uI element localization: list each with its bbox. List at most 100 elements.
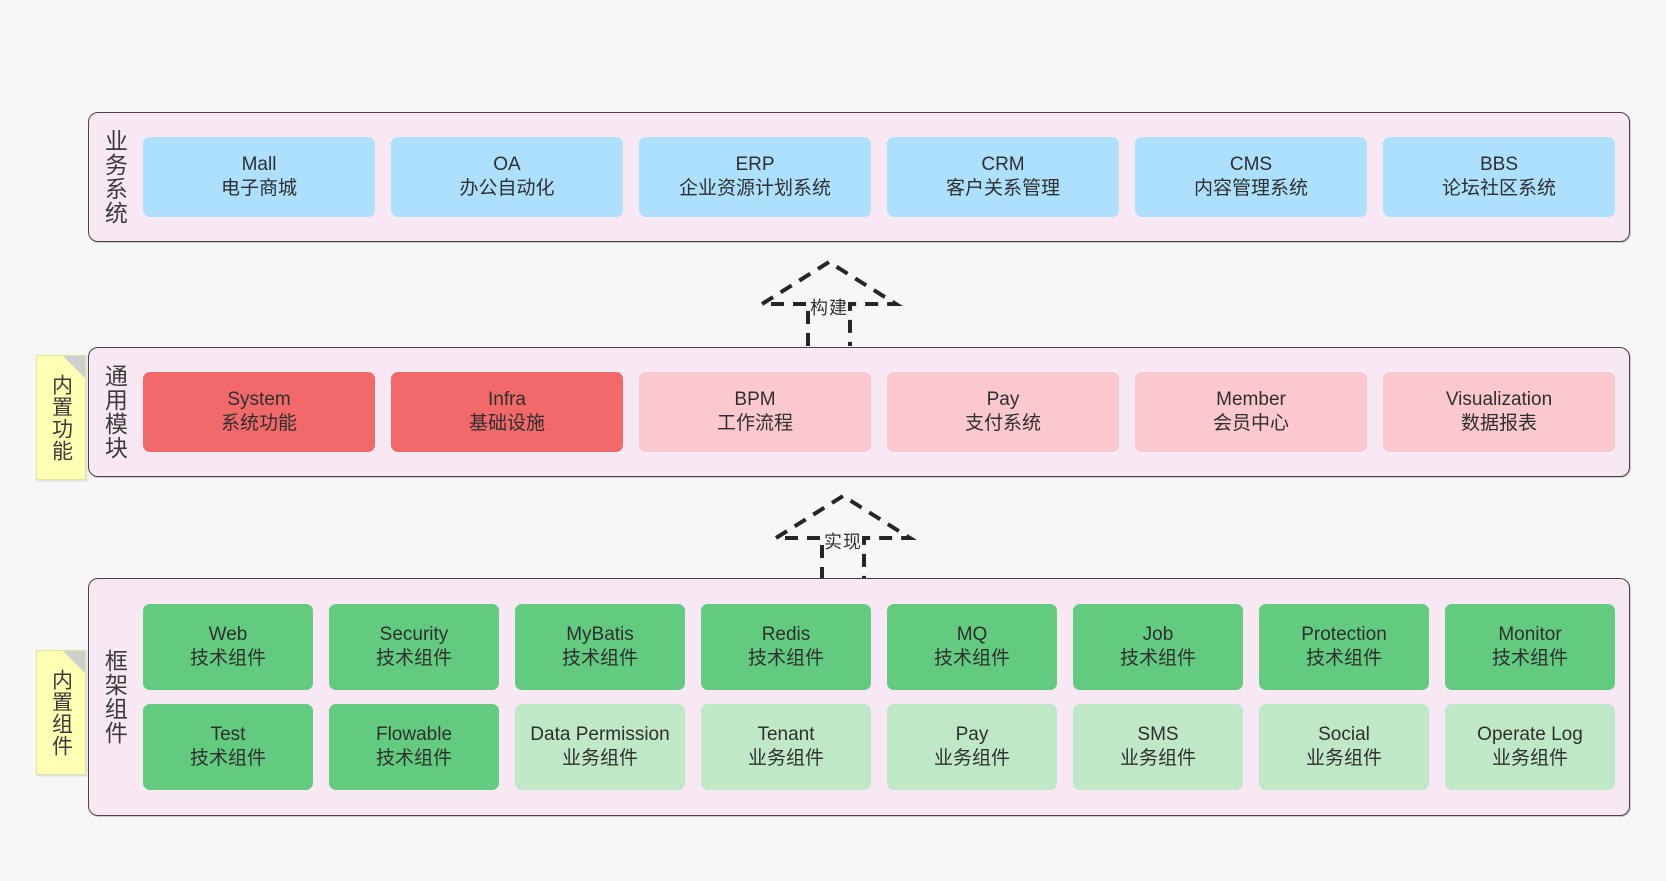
node-subtitle: 数据报表 [1460, 413, 1537, 434]
node-subtitle: 业务组件 [1305, 748, 1382, 769]
node-subtitle: 电子商城 [220, 178, 297, 199]
node-row: Web 技术组件 Security 技术组件 MyBatis 技术组件 Redi… [143, 604, 1615, 690]
node-title: System [227, 388, 291, 410]
layer-title-common-modules: 通用模块 [101, 364, 128, 460]
node-security[interactable]: Security 技术组件 [329, 604, 499, 690]
node-protection[interactable]: Protection 技术组件 [1259, 604, 1429, 690]
node-title: BPM [734, 388, 776, 410]
node-title: Operate Log [1477, 723, 1583, 745]
node-mall[interactable]: Mall 电子商城 [143, 137, 375, 217]
node-subtitle: 技术组件 [1119, 648, 1196, 669]
sticky-note-label: 内置功能 [49, 373, 73, 462]
node-web[interactable]: Web 技术组件 [143, 604, 313, 690]
node-title: Social [1318, 723, 1370, 745]
node-data-permission[interactable]: Data Permission 业务组件 [515, 704, 685, 790]
node-system[interactable]: System 系统功能 [143, 372, 375, 452]
node-tenant[interactable]: Tenant 业务组件 [701, 704, 871, 790]
node-title: Flowable [375, 723, 453, 745]
node-title: Job [1142, 623, 1174, 645]
node-subtitle: 支付系统 [964, 413, 1041, 434]
node-title: Data Permission [530, 723, 670, 745]
node-subtitle: 业务组件 [747, 748, 824, 769]
node-subtitle: 会员中心 [1212, 413, 1289, 434]
node-subtitle: 业务组件 [1119, 748, 1196, 769]
node-subtitle: 技术组件 [933, 648, 1010, 669]
layer-panel-framework-components: 框架组件 Web 技术组件 Security 技术组件 MyBatis 技术组件… [88, 578, 1630, 816]
node-test[interactable]: Test 技术组件 [143, 704, 313, 790]
node-title: MQ [956, 623, 988, 645]
node-mq[interactable]: MQ 技术组件 [887, 604, 1057, 690]
node-cms[interactable]: CMS 内容管理系统 [1135, 137, 1367, 217]
node-title: Visualization [1445, 388, 1553, 410]
node-mybatis[interactable]: MyBatis 技术组件 [515, 604, 685, 690]
node-subtitle: 技术组件 [561, 648, 638, 669]
layer-title-business-systems: 业务系统 [101, 129, 128, 225]
node-title: Tenant [757, 723, 815, 745]
node-subtitle: 基础设施 [468, 413, 545, 434]
node-member[interactable]: Member 会员中心 [1135, 372, 1367, 452]
node-subtitle: 技术组件 [375, 748, 452, 769]
node-subtitle: 客户关系管理 [945, 178, 1060, 199]
node-title: SMS [1137, 723, 1179, 745]
node-title: Web [208, 623, 248, 645]
node-operate-log[interactable]: Operate Log 业务组件 [1445, 704, 1615, 790]
node-title: Mall [241, 153, 277, 175]
node-subtitle: 论坛社区系统 [1441, 178, 1556, 199]
node-title: Pay [955, 723, 989, 745]
node-crm[interactable]: CRM 客户关系管理 [887, 137, 1119, 217]
node-subtitle: 技术组件 [189, 748, 266, 769]
node-bbs[interactable]: BBS 论坛社区系统 [1383, 137, 1615, 217]
node-title: CMS [1229, 153, 1273, 175]
node-flowable[interactable]: Flowable 技术组件 [329, 704, 499, 790]
node-pay-business[interactable]: Pay 业务组件 [887, 704, 1057, 790]
node-monitor[interactable]: Monitor 技术组件 [1445, 604, 1615, 690]
node-sms[interactable]: SMS 业务组件 [1073, 704, 1243, 790]
node-title: Infra [487, 388, 527, 410]
node-title: Test [210, 723, 246, 745]
node-subtitle: 技术组件 [1491, 648, 1568, 669]
node-title: Member [1216, 388, 1286, 410]
node-title: Redis [761, 623, 811, 645]
node-subtitle: 办公自动化 [459, 178, 555, 199]
layer-body-framework-components: Web 技术组件 Security 技术组件 MyBatis 技术组件 Redi… [139, 579, 1629, 815]
node-job[interactable]: Job 技术组件 [1073, 604, 1243, 690]
node-visualization[interactable]: Visualization 数据报表 [1383, 372, 1615, 452]
connector-implement-label: 实现 [824, 532, 862, 552]
node-title: Protection [1301, 623, 1387, 645]
node-row: Test 技术组件 Flowable 技术组件 Data Permission … [143, 704, 1615, 790]
node-social[interactable]: Social 业务组件 [1259, 704, 1429, 790]
node-title: Security [379, 623, 449, 645]
node-subtitle: 业务组件 [1491, 748, 1568, 769]
connector-build-label: 构建 [810, 298, 848, 318]
node-subtitle: 业务组件 [933, 748, 1010, 769]
node-oa[interactable]: OA 办公自动化 [391, 137, 623, 217]
node-redis[interactable]: Redis 技术组件 [701, 604, 871, 690]
node-title: Pay [986, 388, 1020, 410]
node-infra[interactable]: Infra 基础设施 [391, 372, 623, 452]
node-subtitle: 内容管理系统 [1193, 178, 1308, 199]
node-pay[interactable]: Pay 支付系统 [887, 372, 1119, 452]
connector-build: 构建 [754, 258, 904, 346]
node-title: ERP [735, 153, 775, 175]
node-subtitle: 技术组件 [1305, 648, 1382, 669]
node-title: CRM [981, 153, 1025, 175]
node-subtitle: 技术组件 [747, 648, 824, 669]
node-row: System 系统功能 Infra 基础设施 BPM 工作流程 Pay 支付系统… [143, 372, 1615, 452]
node-subtitle: 技术组件 [189, 648, 266, 669]
layer-title-framework-components: 框架组件 [101, 649, 128, 745]
connector-implement: 实现 [768, 492, 918, 580]
node-title: Monitor [1498, 623, 1562, 645]
node-title: OA [493, 153, 521, 175]
node-subtitle: 工作流程 [716, 413, 793, 434]
node-title: MyBatis [566, 623, 634, 645]
node-bpm[interactable]: BPM 工作流程 [639, 372, 871, 452]
layer-body-common-modules: System 系统功能 Infra 基础设施 BPM 工作流程 Pay 支付系统… [139, 348, 1629, 476]
node-subtitle: 企业资源计划系统 [678, 178, 831, 199]
node-subtitle: 技术组件 [375, 648, 452, 669]
node-title: BBS [1479, 153, 1519, 175]
sticky-note-label: 内置组件 [49, 668, 73, 757]
node-erp[interactable]: ERP 企业资源计划系统 [639, 137, 871, 217]
layer-panel-common-modules: 通用模块 System 系统功能 Infra 基础设施 BPM 工作流程 Pay… [88, 347, 1630, 477]
folded-corner-icon [63, 651, 85, 673]
